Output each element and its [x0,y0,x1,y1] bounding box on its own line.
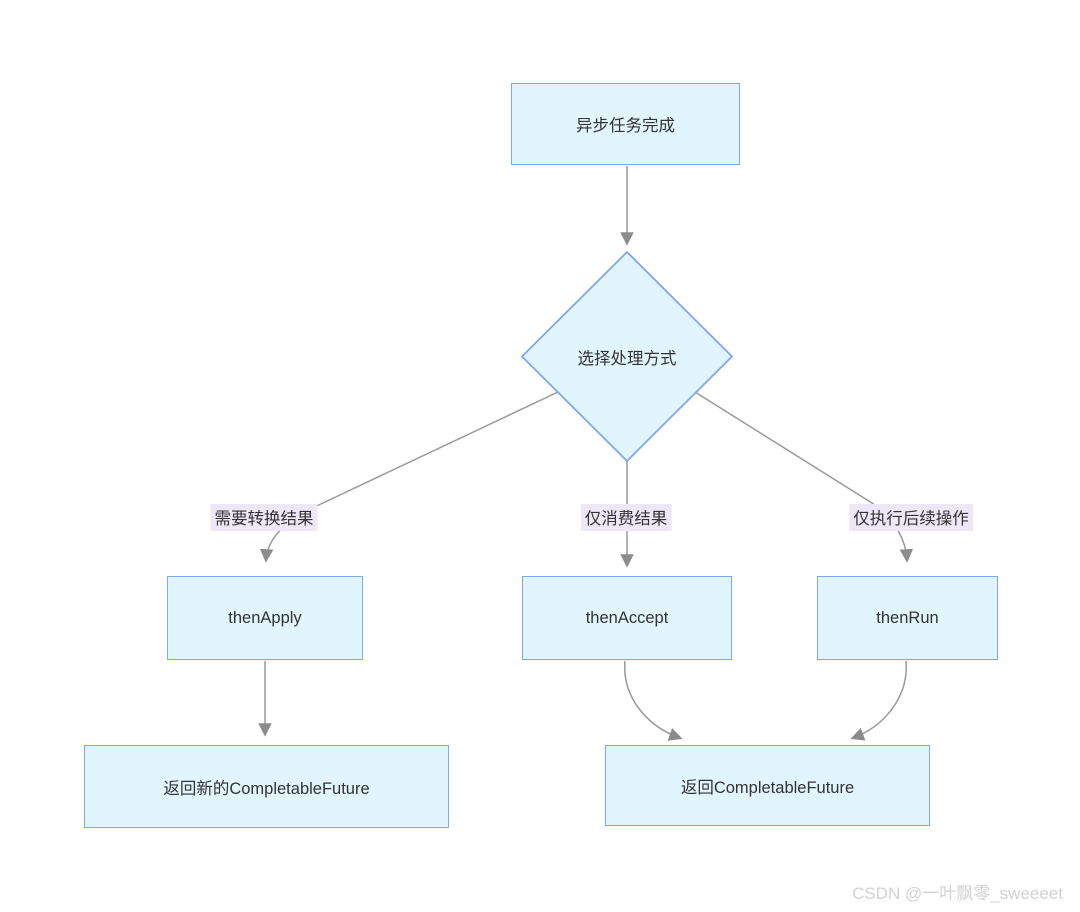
node-label: 返回CompletableFuture [680,778,855,797]
node-label: 异步任务完成 [576,117,675,135]
node-label: thenAccept [585,608,669,627]
node-label: 返回新的CompletableFuture [163,779,370,798]
node-thenaccept: thenAccept [522,576,732,660]
edge-decision-to-thenapply [259,391,559,563]
edge-label-transform-result: 需要转换结果 [210,504,318,531]
edge-decision-to-thenrun [694,391,914,563]
node-label: 选择处理方式 [577,350,677,368]
decision-diamond-shape [520,250,734,463]
node-label: thenRun [876,608,939,627]
edge-label-consume-result: 仅消费结果 [580,504,672,531]
node-return-new-completablefuture: 返回新的CompletableFuture [84,745,449,828]
node-return-completablefuture: 返回CompletableFuture [605,745,930,826]
node-thenapply: thenApply [167,576,363,660]
node-async-task-complete: 异步任务完成 [511,83,740,165]
node-label: thenApply [228,608,302,627]
node-decision-label: 选择处理方式 [527,345,727,369]
csdn-watermark: CSDN @一叶飘零_sweeeet [852,884,1063,903]
edge-thenaccept-to-result [624,660,683,741]
edge-label-run-followup: 仅执行后续操作 [849,504,973,531]
edge-thenrun-to-result [850,660,907,741]
node-thenrun: thenRun [817,576,998,660]
